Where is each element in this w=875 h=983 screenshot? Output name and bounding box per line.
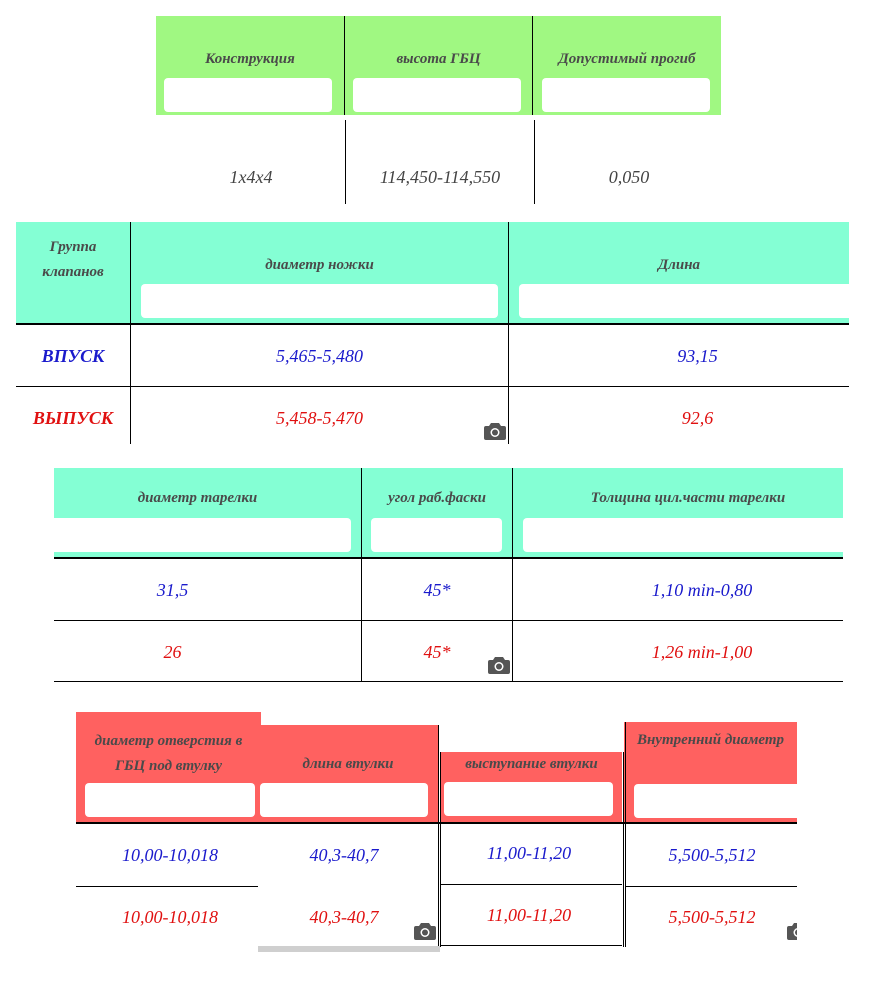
table-cell-exhaust: ВЫПУСК: [32, 408, 114, 428]
header-head-diameter: диаметр тарелки: [54, 468, 361, 558]
filter-input-deflection[interactable]: [542, 78, 710, 112]
header-label: Конструкция: [205, 51, 295, 67]
table-cell: 0,050: [608, 167, 650, 187]
filter-input-construction[interactable]: [164, 78, 332, 112]
filter-input-bore-diameter[interactable]: [85, 783, 255, 817]
table-cell: 93,15: [677, 346, 718, 366]
table-cell: 1,10 min-0,80: [651, 580, 753, 600]
divider: [512, 468, 513, 682]
table-cell: 1x4x4: [229, 167, 273, 187]
header-construction: Конструкция: [156, 16, 344, 115]
divider: [361, 468, 362, 682]
divider: [532, 16, 533, 115]
header-face-angle: угол раб.фаски: [362, 468, 512, 558]
divider: [345, 120, 346, 204]
header-label: Внутренний диаметр: [636, 732, 785, 748]
table-cell-intake: ВПУСК: [41, 346, 105, 366]
divider: [54, 620, 843, 621]
table-cell: 1,26 min-1,00: [651, 642, 753, 662]
divider: [54, 557, 843, 559]
filter-input-head-diameter[interactable]: [54, 518, 351, 552]
divider: [344, 16, 345, 115]
divider: [438, 725, 439, 947]
filter-input-inner-diameter[interactable]: [634, 784, 797, 818]
table-cell: 45*: [423, 642, 451, 662]
filter-input-length[interactable]: [519, 284, 849, 318]
header-guide-protrusion: выступание втулки: [441, 752, 622, 823]
header-label: высота ГБЦ: [396, 51, 481, 67]
divider: [16, 323, 849, 325]
divider: [130, 222, 131, 444]
filter-input-gbc-height[interactable]: [353, 78, 521, 112]
table-cell: 10,00-10,018: [122, 907, 218, 927]
camera-icon[interactable]: [787, 922, 797, 940]
header-label: Группа клапанов: [42, 239, 104, 280]
header-label: Длина: [657, 257, 701, 273]
divider: [441, 884, 622, 885]
divider: [16, 386, 849, 387]
divider: [623, 752, 624, 947]
table-cell: 114,450-114,550: [379, 167, 501, 187]
header-stem-diameter: диаметр ножки: [131, 222, 508, 324]
table-cell: 40,3-40,7: [309, 845, 379, 865]
header-deflection: Допустимый прогиб: [533, 16, 721, 115]
header-label: угол раб.фаски: [388, 490, 486, 506]
divider: [54, 681, 843, 682]
divider: [76, 886, 258, 887]
table-cell: 5,465-5,480: [276, 346, 363, 366]
divider: [626, 886, 797, 887]
table-cell: 11,00-11,20: [486, 843, 572, 863]
header-gbc-height: высота ГБЦ: [345, 16, 532, 115]
divider: [625, 722, 626, 947]
camera-icon[interactable]: [484, 422, 506, 440]
table-cell: 10,00-10,018: [122, 845, 218, 865]
header-bore-diameter: диаметр отверстия в ГБЦ под втулку: [76, 712, 261, 823]
header-label: Толщина цил.части тарелки: [590, 490, 786, 506]
header-label: Допустимый прогиб: [558, 51, 696, 67]
table-cell: 11,00-11,20: [486, 905, 572, 925]
header-valve-group: Группа клапанов: [16, 222, 130, 324]
header-length: Длина: [509, 222, 849, 324]
header-label: диаметр отверстия в ГБЦ под втулку: [94, 733, 243, 774]
header-guide-length: длина втулки: [258, 725, 438, 823]
table-cell: 5,500-5,512: [668, 845, 756, 865]
camera-icon-clipped[interactable]: [787, 920, 797, 942]
filter-input-guide-protrusion[interactable]: [444, 782, 613, 816]
divider: [76, 822, 797, 824]
table-cell: 92,6: [681, 408, 714, 428]
filter-input-guide-length[interactable]: [260, 783, 428, 817]
filter-input-stem-diameter[interactable]: [141, 284, 498, 318]
header-label: выступание втулки: [465, 756, 598, 772]
camera-icon[interactable]: [488, 656, 510, 674]
header-label: длина втулки: [302, 756, 394, 772]
divider: [508, 222, 509, 444]
table-cell: 40,3-40,7: [309, 907, 379, 927]
header-label: диаметр тарелки: [137, 490, 258, 506]
table-cell: 26: [163, 642, 182, 662]
filter-input-head-thickness[interactable]: [523, 518, 843, 552]
table-cell: 45*: [423, 580, 451, 600]
filter-input-face-angle[interactable]: [371, 518, 502, 552]
header-head-thickness: Толщина цил.части тарелки: [513, 468, 843, 558]
divider: [440, 752, 441, 947]
table-cell: 31,5: [156, 580, 189, 600]
scrollbar[interactable]: [258, 946, 440, 952]
header-inner-diameter: Внутренний диаметр: [624, 722, 797, 823]
table-cell: 5,500-5,512: [668, 907, 756, 927]
divider: [441, 945, 622, 946]
header-label: диаметр ножки: [265, 257, 374, 273]
table-cell: 5,458-5,470: [276, 408, 363, 428]
camera-icon[interactable]: [414, 922, 436, 940]
divider: [534, 120, 535, 204]
